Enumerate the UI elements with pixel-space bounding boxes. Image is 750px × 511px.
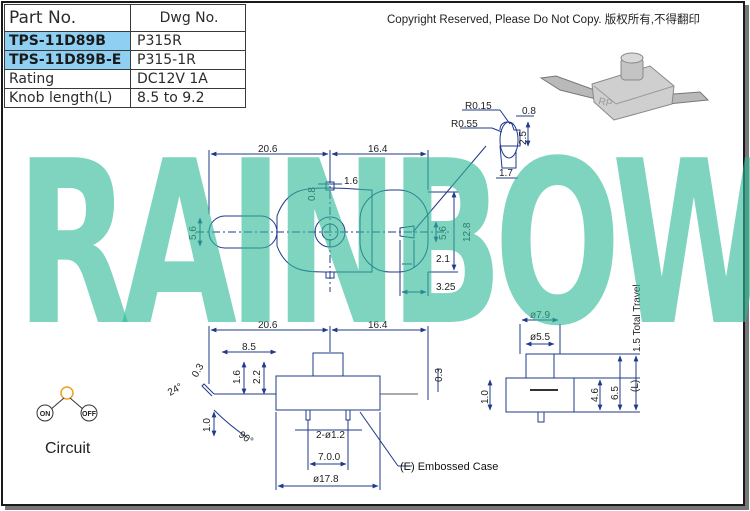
dim-pins: 2-ø1.2 [316,430,345,441]
spec-row: Rating DC12V 1A [4,69,246,89]
tab-detail [460,109,534,179]
part-number: TPS-11D89B-E [4,50,131,70]
detail-radius-1: R0.15 [465,101,492,112]
dim-end-knob: ø7.9 [530,310,550,321]
dim-top-left: 20.6 [258,144,278,155]
top-view [196,145,487,296]
dim-side-right: 16.4 [368,320,388,331]
spec-header-row: Part No. Dwg No. [4,4,246,32]
dim-pitch: 7.0.0 [318,452,341,463]
detail-radius-2: R0.55 [451,119,478,130]
dim-end-left: 1.0 [480,390,491,404]
dim-tab-offset: 3.25 [436,282,456,293]
detail-height-1: 2.5 [518,131,529,145]
part-no-header: Part No. [4,4,131,32]
dim-end-h1: 4.6 [590,388,601,402]
dim-b: 2.2 [252,370,263,384]
dim-tab: 0.3 [434,368,445,382]
dim-total-travel: 1.5 Total Travel [632,284,643,352]
dim-side-left: 20.6 [258,320,278,331]
detail-width-1: 0.8 [522,106,536,117]
circuit-symbol: ON OFF [36,386,98,422]
product-render: RP [539,52,710,121]
rating-value: DC12V 1A [130,69,246,89]
embossed-case-label: (E) Embossed Case [400,461,498,473]
dwg-no-header: Dwg No. [130,4,246,32]
dim-shaft: 5.6 [188,226,199,240]
dim-a: 1.6 [232,370,243,384]
dim-tab-width: 2.1 [436,254,450,265]
dim-angle: 24° [166,382,185,399]
dim-width: ø17.8 [313,474,339,485]
dim-slot-depth: 0.8 [307,187,318,201]
detail-width-2: 1.7 [499,168,513,179]
frame-shadow-right [745,5,749,510]
dim-end-h2: 6.5 [610,386,621,400]
circuit-off-label: OFF [82,411,97,418]
spec-row: TPS-11D89B-E P315-1R [4,50,246,70]
dim-top-right: 16.4 [368,144,388,155]
dim-slot: 1.6 [344,176,358,187]
circuit-on-label: ON [40,411,51,418]
dim-angle-small: 0.3 [190,362,207,380]
circuit-label: Circuit [45,440,91,457]
dim-end-base: ø5.5 [530,332,550,343]
dim-height: 12.8 [462,222,473,242]
dim-tab-height: 5.6 [438,226,449,240]
product-logo: RP [597,96,613,110]
dim-left-height: 1.0 [202,418,213,432]
knob-length-value: 8.5 to 9.2 [130,88,246,108]
frame-shadow-bottom [5,506,749,510]
spec-row: Knob length(L) 8.5 to 9.2 [4,88,246,108]
spec-table: Part No. Dwg No. TPS-11D89B P315R TPS-11… [4,4,246,108]
dim-end-l: (L) [630,380,641,392]
dim-knob: 8.5 [242,342,256,353]
knob-length-label: Knob length(L) [4,88,131,108]
copyright-notice: Copyright Reserved, Please Do Not Copy. … [387,14,700,26]
side-view [201,326,439,490]
end-view [487,317,640,423]
